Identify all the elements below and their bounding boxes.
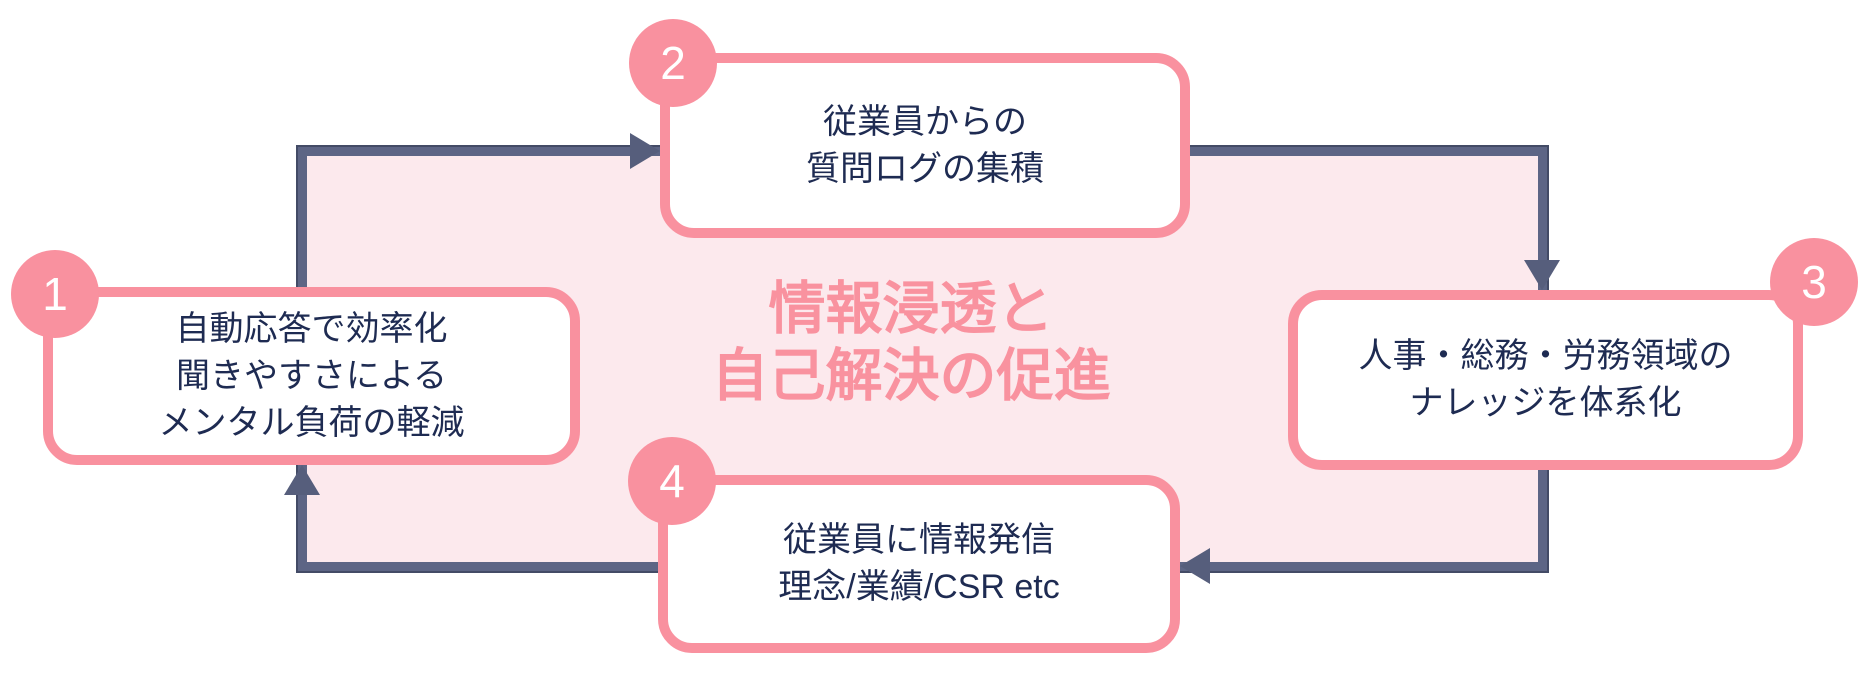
step-box-3: 人事・総務・労務領域の ナレッジを体系化 [1288,290,1803,470]
step-number-badge-3: 3 [1770,238,1858,326]
arrow-step1-to-step2-icon [630,133,660,169]
step-3-text-line2: ナレッジを体系化 [1409,384,1682,422]
diagram-title: 情報浸透と 自己解決の促進 [561,276,1261,410]
step-3-text-line1: 人事・総務・労務領域の [1358,337,1733,375]
step-number-badge-2: 2 [629,19,717,107]
step-2-text-line1: 従業員からの [823,102,1027,141]
diagram-title-line1: 情報浸透と [768,277,1054,341]
step-4-text-line2: 理念/業績/CSR etc [778,568,1060,606]
step-2-text-line2: 質問ログの集積 [806,149,1044,188]
step-box-1: 自動応答で効率化 聞きやすさによる メンタル負荷の軽減 [43,287,580,465]
arrow-step4-to-step1-icon [284,465,320,495]
step-4-text-line1: 従業員に情報発信 [783,521,1055,559]
step-number-1: 1 [42,268,68,320]
step-1-text-line3: メンタル負荷の軽減 [158,403,465,442]
step-box-4: 従業員に情報発信 理念/業績/CSR etc [658,475,1180,653]
diagram-title-line2: 自己解決の促進 [711,344,1111,408]
step-box-2: 従業員からの 質問ログの集積 [660,53,1190,238]
arrow-step2-to-step3-icon [1524,260,1560,290]
step-number-2: 2 [660,37,686,89]
step-number-badge-1: 1 [11,250,99,338]
step-1-text-line1: 自動応答で効率化 [175,309,448,348]
step-number-3: 3 [1801,256,1827,308]
arrow-step3-to-step4-icon [1180,548,1210,584]
step-number-4: 4 [659,455,685,507]
step-1-text-line2: 聞きやすさによる [176,356,447,395]
step-number-badge-4: 4 [628,437,716,525]
